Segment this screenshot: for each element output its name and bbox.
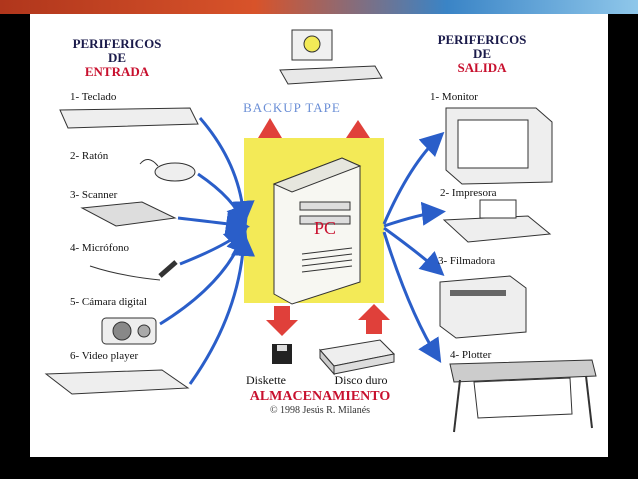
camera-icon <box>101 317 157 345</box>
arrow-from-hdd <box>358 304 390 334</box>
input-title-line2: DE <box>108 50 126 65</box>
diagram-panel: PERIFERICOS DE ENTRADA PERIFERICOS DE SA… <box>30 14 608 457</box>
diskette-label: Diskette <box>246 373 286 387</box>
input-arrows <box>159 117 256 385</box>
scanner-icon <box>80 201 177 227</box>
output-item-monitor: 1- Monitor <box>430 91 478 103</box>
arrow-to-backup-left <box>258 118 282 138</box>
peripherals-diagram: PERIFERICOS DE ENTRADA PERIFERICOS DE SA… <box>44 29 597 433</box>
input-item-scanner: 3- Scanner <box>70 189 118 201</box>
video-player-icon <box>44 369 190 395</box>
output-arrows <box>382 131 446 364</box>
input-item-video-player: 6- Video player <box>70 350 139 362</box>
diskette-icon <box>272 344 292 364</box>
microphone-icon <box>89 260 178 281</box>
arrow-to-diskette <box>266 306 298 336</box>
keyboard-icon <box>59 107 199 129</box>
arrow-to-backup-right <box>346 120 370 138</box>
backup-tape-device <box>279 29 383 85</box>
copyright-text: © 1998 Jesús R. Milanés <box>270 405 370 416</box>
filmmaker-icon <box>439 275 527 339</box>
top-decor-bar <box>0 0 638 14</box>
output-title-line2: DE <box>473 46 491 61</box>
input-item-microphone: 4- Micrófono <box>70 242 129 254</box>
output-item-plotter: 4- Plotter <box>450 349 492 361</box>
storage-title: ALMACENAMIENTO <box>250 389 391 404</box>
input-title-line1: PERIFERICOS <box>73 36 162 51</box>
backup-tape-label: BACKUP TAPE <box>243 100 341 115</box>
monitor-icon <box>445 107 553 185</box>
pc-tower-icon <box>272 157 362 305</box>
input-item-keyboard: 1- Teclado <box>70 91 117 103</box>
output-item-filmmaker: 3- Filmadora <box>438 255 495 267</box>
printer-icon <box>442 199 552 243</box>
hard-disk-label: Disco duro <box>335 373 388 387</box>
input-title-line3: ENTRADA <box>85 64 150 79</box>
mouse-icon <box>139 159 196 182</box>
output-title-line1: PERIFERICOS <box>438 32 527 47</box>
plotter-icon <box>449 359 597 433</box>
input-item-camera: 5- Cámara digital <box>70 296 147 308</box>
output-item-printer: 2- Impresora <box>440 187 497 199</box>
hard-disk-icon <box>319 339 396 376</box>
input-item-mouse: 2- Ratón <box>70 150 109 162</box>
pc-label: PC <box>314 218 336 238</box>
output-title-line3: SALIDA <box>457 60 507 75</box>
